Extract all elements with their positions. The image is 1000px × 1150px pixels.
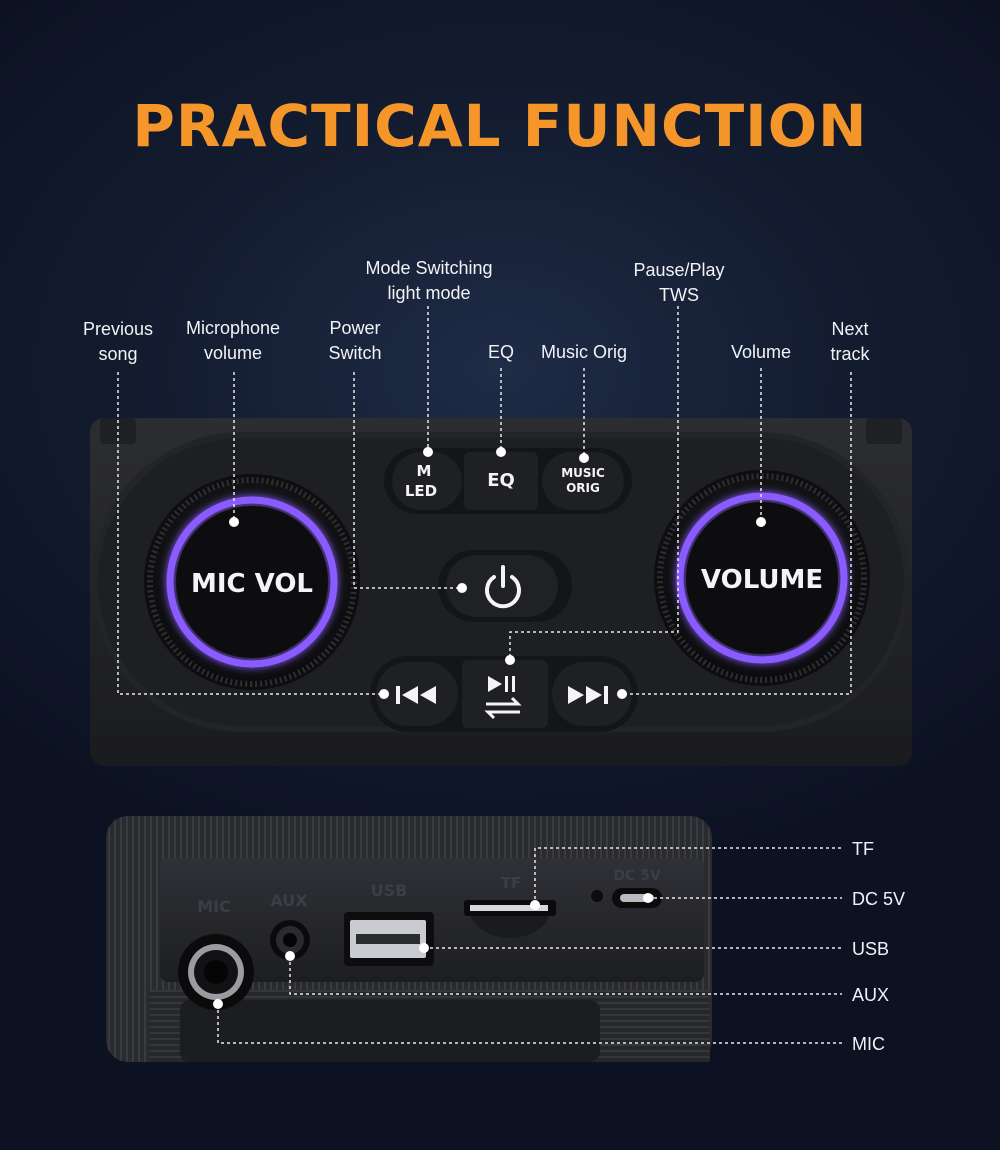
callout-lines-bottom bbox=[217, 847, 842, 1044]
tf-slot[interactable] bbox=[464, 900, 556, 938]
volume-knob[interactable]: VOLUME bbox=[654, 470, 870, 686]
usb-port[interactable] bbox=[344, 912, 434, 966]
mic-knob-text: MIC VOL bbox=[191, 569, 313, 599]
label-volume: Volume bbox=[730, 342, 792, 362]
m-led-top-text: M bbox=[417, 462, 432, 480]
transport-strip bbox=[370, 656, 638, 732]
label-tf: TF bbox=[852, 839, 874, 859]
m-led-button[interactable]: M LED bbox=[405, 462, 437, 500]
port-text-mic: MIC bbox=[197, 897, 231, 916]
port-silkscreen: MIC AUX USB TF DC 5V bbox=[197, 868, 661, 916]
label-mode-switching: Mode Switching light mode bbox=[365, 258, 493, 303]
music-orig-button[interactable]: MUSIC ORIG bbox=[561, 466, 605, 495]
port-text-aux: AUX bbox=[270, 891, 308, 910]
volume-knob-text: VOLUME bbox=[701, 565, 823, 595]
aux-jack[interactable] bbox=[270, 920, 310, 960]
label-power-switch: Power Switch bbox=[328, 318, 382, 363]
label-usb: USB bbox=[852, 939, 890, 959]
label-music-orig: Music Orig bbox=[540, 342, 627, 362]
next-icon bbox=[568, 686, 608, 704]
play-pause-icon bbox=[488, 676, 515, 692]
eq-button-text: EQ bbox=[487, 470, 515, 491]
label-microphone-volume: Microphone volume bbox=[185, 318, 281, 363]
status-led bbox=[591, 890, 603, 902]
port-text-tf: TF bbox=[501, 874, 521, 892]
label-previous-song: Previous song bbox=[82, 319, 154, 364]
label-next-track: Next track bbox=[830, 319, 870, 364]
mode-key-strip bbox=[384, 448, 632, 514]
port-text-dc: DC 5V bbox=[613, 868, 661, 884]
mic-volume-knob[interactable]: MIC VOL bbox=[144, 474, 360, 690]
eq-button[interactable]: EQ bbox=[487, 470, 515, 491]
label-eq: EQ bbox=[487, 342, 514, 362]
label-dc5v: DC 5V bbox=[852, 889, 906, 909]
m-led-bottom-text: LED bbox=[405, 482, 437, 500]
mic-jack[interactable] bbox=[178, 934, 254, 1010]
previous-button[interactable] bbox=[396, 686, 436, 704]
music-bottom-text: ORIG bbox=[566, 481, 600, 495]
label-aux: AUX bbox=[852, 985, 890, 1005]
play-pause-button[interactable] bbox=[484, 676, 522, 720]
power-icon bbox=[485, 565, 521, 609]
callout-dots-bottom bbox=[213, 893, 653, 1009]
label-mic: MIC bbox=[852, 1034, 885, 1054]
next-button[interactable] bbox=[568, 686, 608, 704]
page-title: PRACTICAL FUNCTION bbox=[132, 92, 868, 160]
previous-icon bbox=[396, 686, 436, 704]
callout-dots-top bbox=[229, 447, 766, 699]
power-button[interactable] bbox=[438, 550, 572, 622]
callout-lines-top bbox=[117, 306, 852, 695]
label-pause-play: Pause/Play TWS bbox=[633, 260, 725, 305]
music-top-text: MUSIC bbox=[561, 466, 605, 480]
repeat-icon bbox=[484, 696, 522, 720]
port-text-usb: USB bbox=[371, 881, 408, 900]
